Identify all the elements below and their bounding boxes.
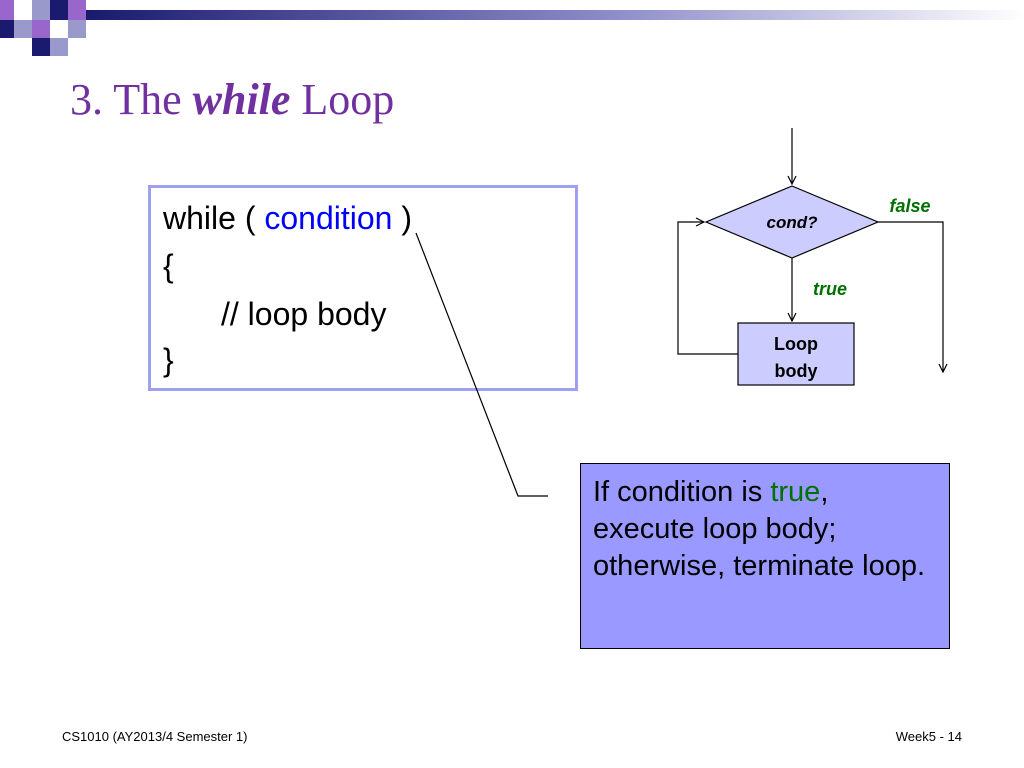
code-line-while: while ( condition ) [163, 198, 412, 238]
header-decoration [0, 0, 1024, 56]
callout-text-before: If condition is [593, 476, 763, 508]
callout-text-after: , execute loop body; otherwise, terminat… [593, 476, 926, 582]
title-keyword: while [192, 75, 291, 124]
callout-box: If condition is true, execute loop body;… [580, 463, 950, 649]
loop-body-box [737, 322, 855, 386]
code-line-open-brace: { [163, 248, 174, 284]
true-label: true [813, 279, 847, 299]
false-arrow [878, 221, 943, 372]
callout-leader-line [415, 232, 548, 497]
title-prefix: 3. The [70, 75, 182, 124]
code-while-suffix: ) [401, 200, 412, 236]
code-line-body: // loop body [221, 296, 387, 332]
callout-text: If condition is true, execute loop body;… [593, 474, 937, 585]
footer-course: CS1010 (AY2013/4 Semester 1) [62, 729, 248, 744]
code-while-prefix: while ( [163, 200, 256, 236]
code-condition: condition [264, 200, 393, 236]
decision-label: cond? [767, 213, 819, 232]
loop-body-label-line2: body [775, 361, 818, 381]
footer-page-number: Week5 - 14 [895, 729, 962, 744]
slide-title: 3. The while Loop [70, 74, 394, 125]
false-label: false [889, 196, 930, 216]
code-box: while ( condition ) { // loop body } [148, 185, 578, 391]
code-line-close-brace: } [163, 342, 174, 378]
callout-true-word: true [770, 476, 821, 508]
loop-back-arrow [677, 222, 738, 355]
title-suffix: Loop [301, 75, 395, 124]
loop-body-label-line1: Loop [774, 334, 818, 354]
